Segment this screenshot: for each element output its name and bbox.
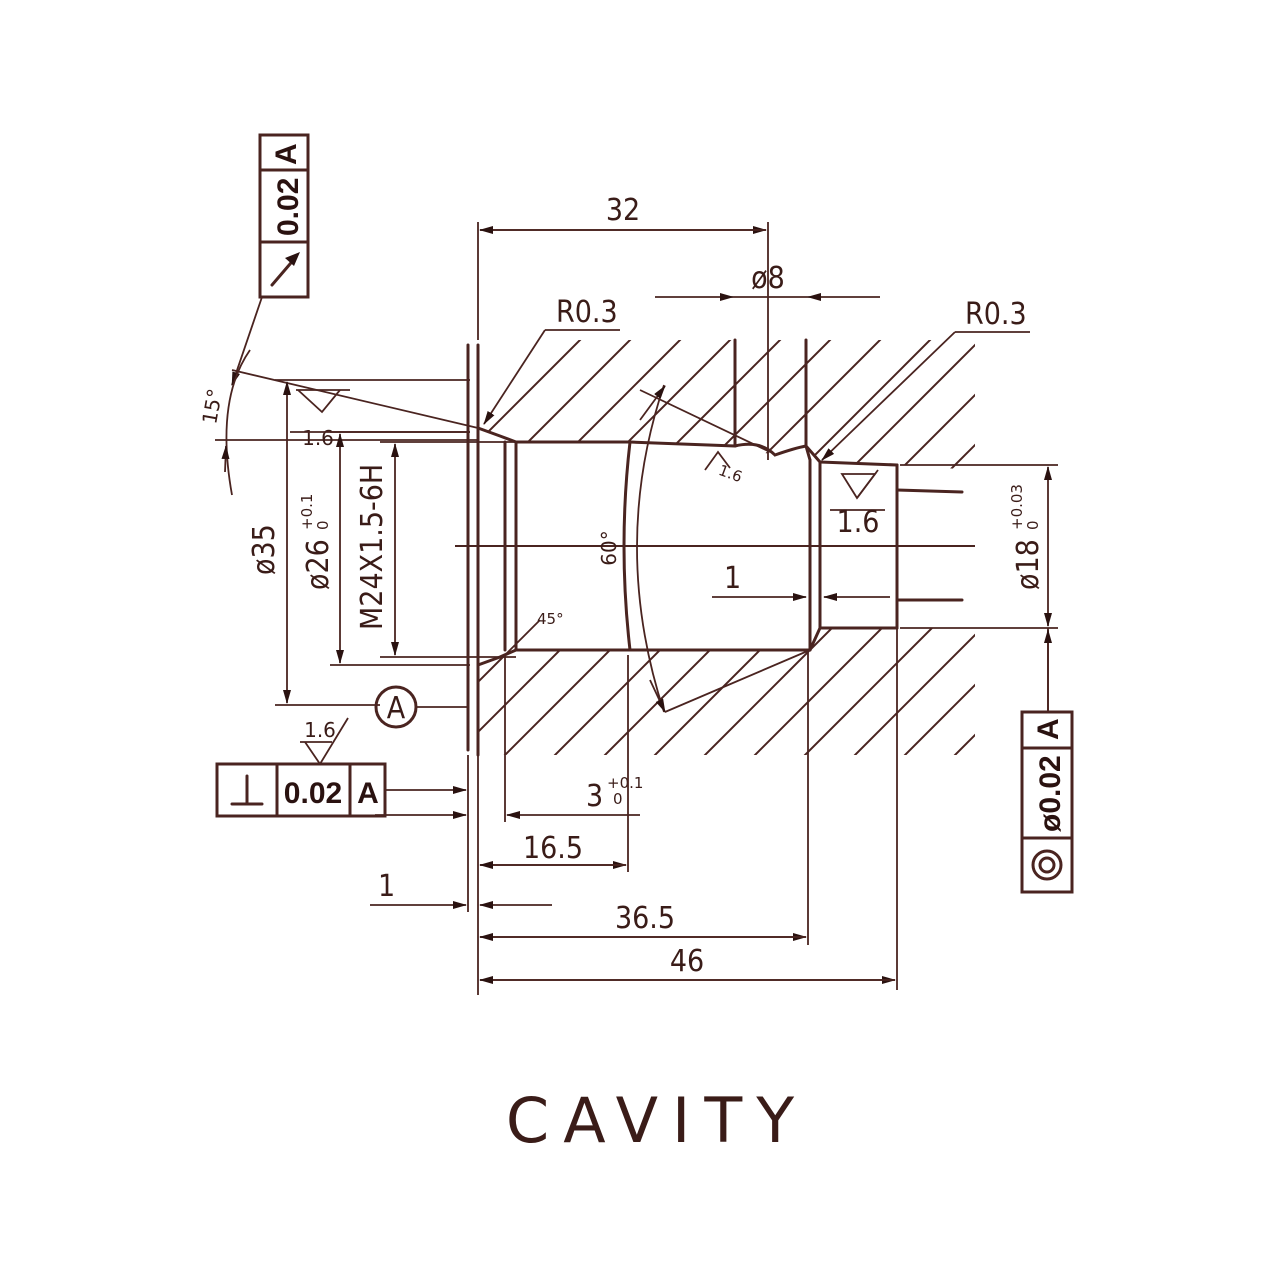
roughness-bore-left: 1.6 (300, 717, 349, 766)
dim-dia-18: ø18 +0.03 0 (900, 464, 1058, 712)
dim-46: 46 (479, 628, 898, 990)
chamfer-45: 45° (499, 610, 564, 661)
dim-1-inner-label: 1 (724, 561, 741, 596)
dim-3-tol-upper: +0.1 (607, 774, 643, 792)
radius-left-label: R0.3 (556, 295, 618, 330)
runout-value: 0.02 (272, 178, 305, 236)
dim-36-5-label: 36.5 (615, 901, 675, 936)
dim-1-offset-label: 1 (378, 869, 395, 904)
roughness-bottom-label: 1.6 (837, 505, 880, 540)
dim-3: 3 +0.1 0 (375, 655, 643, 822)
dim-1-offset: 1 (370, 755, 552, 912)
runout-arrow-icon (270, 252, 300, 287)
datum-a: A (374, 685, 468, 729)
datum-a-label: A (387, 691, 406, 726)
dim-dia-26-label: ø26 (301, 539, 336, 590)
concentricity-datum: A (1032, 718, 1065, 740)
dim-dia-18-tol-lower: 0 (1024, 520, 1042, 530)
concentricity-icon (1031, 849, 1063, 881)
frame-perpendicularity: 0.02 A (215, 762, 467, 818)
dim-dia-8-label: ø8 (751, 261, 785, 296)
chamfer-45-label: 45° (537, 610, 564, 628)
drawing-title: CAVITY (506, 1084, 808, 1157)
angle-60-label: 60° (597, 530, 621, 565)
concentricity-value: ø0.02 (1034, 755, 1067, 832)
perpendicular-icon (230, 774, 264, 806)
roughness-bore-left-label: 1.6 (304, 718, 336, 742)
frame-concentricity: A ø0.02 (1020, 710, 1074, 894)
dim-dia-26-tol-lower: 0 (314, 520, 332, 530)
dim-dia-8: ø8 (655, 261, 880, 301)
dim-dia-18-label: ø18 (1011, 539, 1046, 590)
hatch-top (478, 340, 975, 470)
angle-60: 60° (597, 384, 811, 713)
runout-datum: A (270, 143, 303, 165)
radius-right: R0.3 (821, 297, 1030, 461)
dim-dia-26-tol-upper: +0.1 (298, 494, 316, 530)
perpendicularity-datum: A (357, 777, 379, 810)
frame-runout: A 0.02 (231, 133, 310, 386)
dim-1-inner: 1 (712, 561, 890, 601)
roughness-face-left-label: 1.6 (302, 426, 334, 450)
thread-label: M24X1.5-6H (355, 464, 390, 630)
dim-dia-18-tol-upper: +0.03 (1008, 484, 1026, 530)
radius-left: R0.3 (483, 295, 620, 425)
dim-thread: M24X1.5-6H (355, 441, 516, 658)
angle-15-label: 15° (197, 387, 227, 426)
dim-3-label: 3 (586, 779, 603, 814)
dim-dia-26: ø26 +0.1 0 (298, 431, 470, 666)
radius-right-label: R0.3 (965, 297, 1027, 332)
dim-3-tol-lower: 0 (613, 790, 623, 808)
roughness-cone: 1.6 (704, 450, 745, 486)
dim-36-5: 36.5 (477, 650, 809, 995)
dim-46-label: 46 (670, 944, 704, 979)
roughness-bottom: 1.6 (830, 469, 885, 540)
perpendicularity-value: 0.02 (284, 777, 342, 810)
dim-16-5: 16.5 (479, 655, 629, 872)
cavity-outline (455, 338, 975, 757)
hatch-bottom (478, 628, 975, 755)
angle-15: 15° (197, 349, 479, 496)
dim-dia-35: ø35 (247, 379, 470, 706)
dim-32: 32 (477, 193, 769, 460)
roughness-cone-label: 1.6 (716, 461, 745, 486)
dim-16-5-label: 16.5 (523, 831, 583, 866)
dim-dia-35-label: ø35 (247, 524, 282, 575)
dim-32-label: 32 (606, 193, 640, 228)
